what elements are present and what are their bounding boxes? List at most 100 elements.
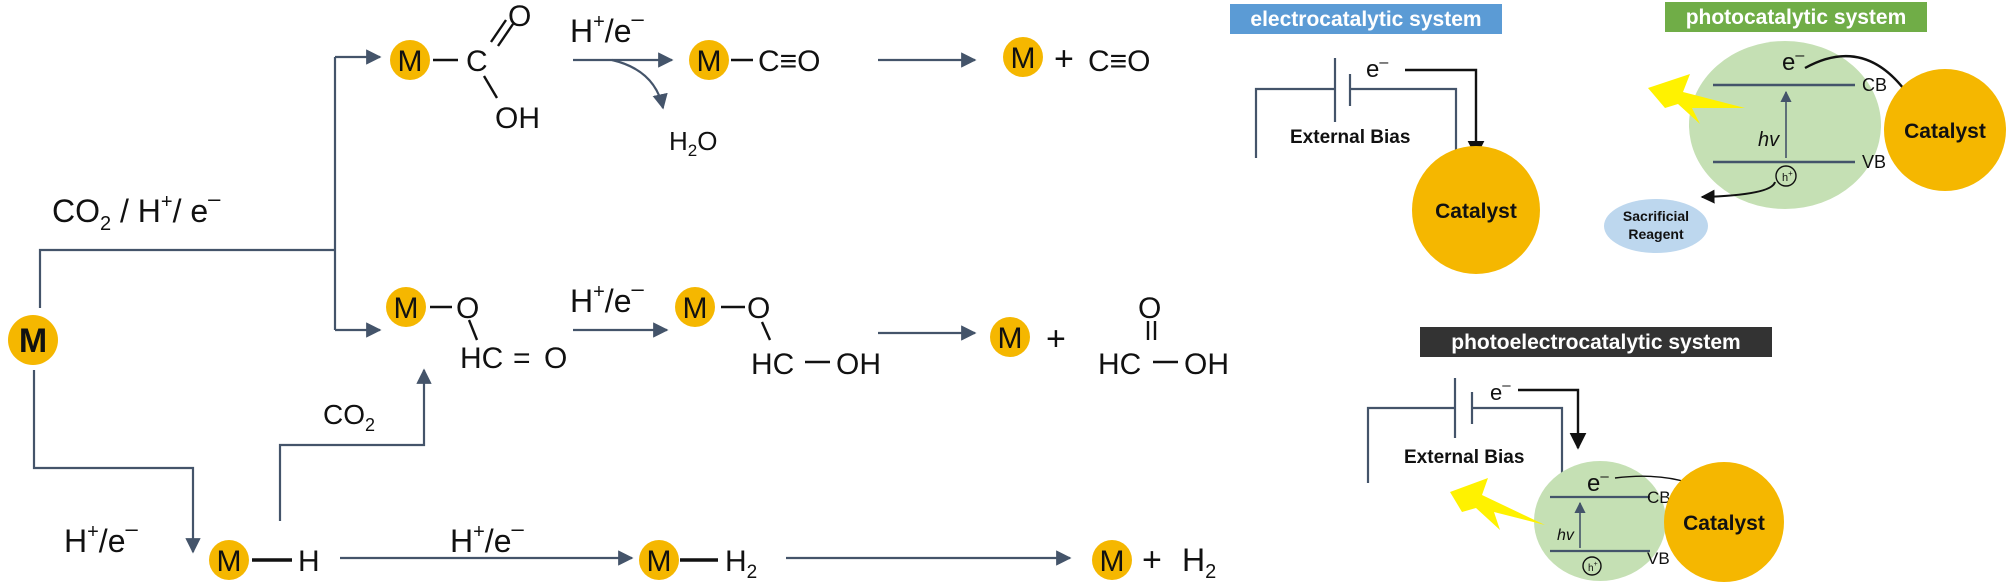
photo-cb-label: CB — [1862, 75, 1887, 95]
photoelectro-circuit — [1366, 378, 1564, 486]
photoelectro-hv-label: hv — [1557, 527, 1575, 544]
metal-label: M — [217, 545, 242, 578]
metal-center — [390, 40, 430, 80]
photoelectro-cb-label: CB — [1647, 488, 1671, 507]
photo-electron: e– — [1782, 47, 1804, 76]
co2-label: CO2 — [323, 399, 375, 435]
electrocatalytic-panel: electrocatalytic system e– External Bias… — [1230, 4, 1540, 274]
metal-center — [1003, 37, 1043, 77]
photoelectro-electron: e– — [1490, 377, 1511, 405]
metal-center — [209, 540, 249, 580]
water-label: H2O — [669, 126, 717, 160]
bond-c-o-double-b — [497, 23, 514, 47]
formic-product-oxygen: O — [1138, 292, 1161, 325]
bond-o-c — [467, 319, 479, 341]
metal-center-start — [8, 315, 58, 365]
metal-label-start: M — [19, 322, 47, 360]
photo-hole-label: h+ — [1782, 169, 1793, 184]
formic-hc: HC — [751, 348, 794, 381]
metal-label: M — [697, 45, 722, 78]
photoelectro-wire-right — [1472, 406, 1564, 486]
metal-label: M — [998, 322, 1023, 355]
photoelectro-title-box — [1420, 327, 1772, 357]
sacrificial-reagent — [1604, 199, 1708, 253]
arrow-water-release — [611, 58, 668, 110]
step-label-carboxyl: H+/e– — [570, 6, 644, 49]
photoelectro-bias-label: External Bias — [1404, 447, 1524, 468]
formate-oxygen: O — [456, 292, 479, 325]
electro-title-box — [1230, 4, 1502, 34]
photoelectro-hole — [1582, 556, 1602, 576]
reagent-label-top: CO2 / H+/ e– — [52, 186, 221, 235]
photocatalytic-panel: photocatalytic system CB VB hv e– h+ Cat… — [1604, 2, 2006, 253]
photoelectro-wire-left — [1366, 406, 1455, 483]
plus-sign: + — [1054, 40, 1074, 78]
metal-center — [675, 287, 715, 327]
electro-electron-arrow — [1405, 68, 1485, 158]
formic-product-hc: HC — [1098, 348, 1141, 381]
step-label-formate: H+/e– — [570, 276, 644, 319]
formate-hc: HC — [460, 342, 503, 375]
metal-center — [1092, 540, 1132, 580]
step-label-h2: H+/e– — [450, 516, 524, 559]
bond-lines — [430, 19, 1178, 364]
photoelectro-band-electron: e– — [1587, 468, 1609, 497]
photo-hole — [1775, 165, 1797, 187]
photoelectro-title: photoelectrocatalytic system — [1451, 331, 1740, 354]
carboxyl-hydroxyl: OH — [495, 102, 540, 135]
formate-oxygen-2: O — [544, 342, 567, 375]
photo-catalyst — [1884, 69, 2006, 191]
plus-sign: + — [1142, 541, 1162, 579]
metal-label: M — [394, 292, 419, 325]
branch-line-top — [38, 248, 335, 308]
metal-label: M — [647, 545, 672, 578]
photoelectrocatalytic-panel: photoelectrocatalytic system e– External… — [1366, 327, 1784, 582]
metal-label: M — [398, 45, 423, 78]
metal-label: M — [1100, 545, 1125, 578]
arrow-hydride-to-formate — [278, 368, 432, 521]
electro-circuit — [1254, 58, 1458, 165]
metal-center — [386, 287, 426, 327]
metal-center — [689, 40, 729, 80]
photoelectro-electron-arrow — [1518, 388, 1587, 450]
photo-title-box — [1665, 2, 1927, 32]
hydride-h: H — [298, 545, 320, 578]
photo-semiconductor — [1689, 41, 1881, 209]
formic-oxygen: O — [747, 292, 770, 325]
dihydrogen-ligand: H2 — [725, 545, 757, 583]
photoelectro-hole-label: h+ — [1588, 561, 1598, 574]
photoelectro-vb-label: VB — [1647, 549, 1670, 568]
electro-title: electrocatalytic system — [1250, 8, 1481, 31]
bond-o-c2 — [760, 321, 772, 341]
carbon-monoxide-product: C≡O — [1088, 45, 1151, 78]
step-label-hydride: H+/e– — [64, 516, 138, 559]
carboxyl-carbon: C — [466, 45, 488, 78]
arrow-to-hydride — [32, 370, 201, 554]
metal-centers: M M M M M M M M M M — [8, 37, 1132, 580]
metal-center — [639, 540, 679, 580]
electro-bias-label: External Bias — [1290, 127, 1410, 148]
metal-label: M — [683, 292, 708, 325]
metal-center — [990, 317, 1030, 357]
photoelectro-catalyst — [1664, 462, 1784, 582]
bond-c-o-double-a — [490, 19, 507, 43]
sacrificial-label-2: Reagent — [1628, 226, 1684, 242]
photo-title: photocatalytic system — [1686, 6, 1907, 29]
formic-hydroxyl: OH — [836, 348, 881, 381]
electro-wire-right — [1350, 87, 1458, 165]
photo-vb-label: VB — [1862, 152, 1886, 172]
plus-sign: + — [1046, 320, 1066, 358]
photo-hole-transfer-arrow — [1700, 181, 1776, 204]
formate-double-bond: = — [513, 342, 531, 375]
carbonyl-ligand: C≡O — [758, 45, 821, 78]
photoelectro-catalyst-label: Catalyst — [1683, 512, 1765, 535]
pathway-lines — [32, 49, 1072, 566]
electro-wire-left — [1254, 87, 1335, 158]
photoelectro-lightning-icon — [1450, 478, 1545, 530]
sacrificial-label-1: Sacrificial — [1623, 208, 1689, 224]
photo-lightning-icon — [1648, 74, 1745, 124]
formic-product-hydroxyl: OH — [1184, 348, 1229, 381]
carboxyl-oxygen: O — [508, 0, 531, 33]
bond-c-oh — [482, 75, 499, 99]
